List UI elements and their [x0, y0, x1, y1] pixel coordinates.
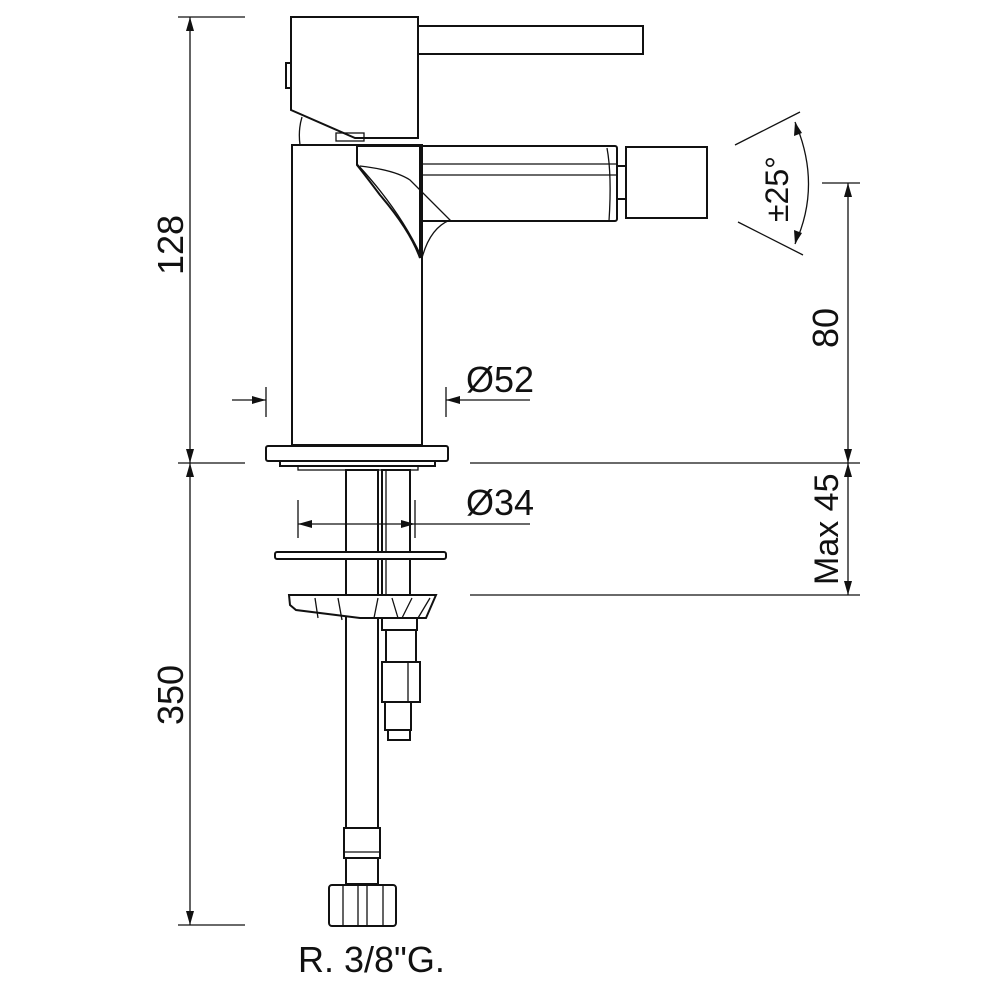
supply-hoses [274, 469, 447, 927]
rotation-arc [734, 111, 810, 256]
mixer-body [291, 144, 452, 446]
rotation-25-label: ±25° [759, 156, 795, 222]
spout-height-80-label: 80 [805, 308, 846, 348]
height-128-label: 128 [150, 215, 191, 275]
dimension-right [470, 182, 860, 596]
diameter-52-dimension [232, 387, 530, 417]
base-plate [265, 445, 449, 471]
hose-350-label: 350 [150, 665, 191, 725]
diameter-34-label: Ø34 [466, 482, 534, 523]
diameter-34-dimension [297, 500, 530, 538]
diameter-52-label: Ø52 [466, 359, 534, 400]
max-45-label: Max 45 [808, 474, 846, 586]
dimension-left [178, 16, 245, 926]
connection-thread-label: R. 3/8"G. [298, 939, 445, 980]
mixer-lever [285, 16, 644, 146]
